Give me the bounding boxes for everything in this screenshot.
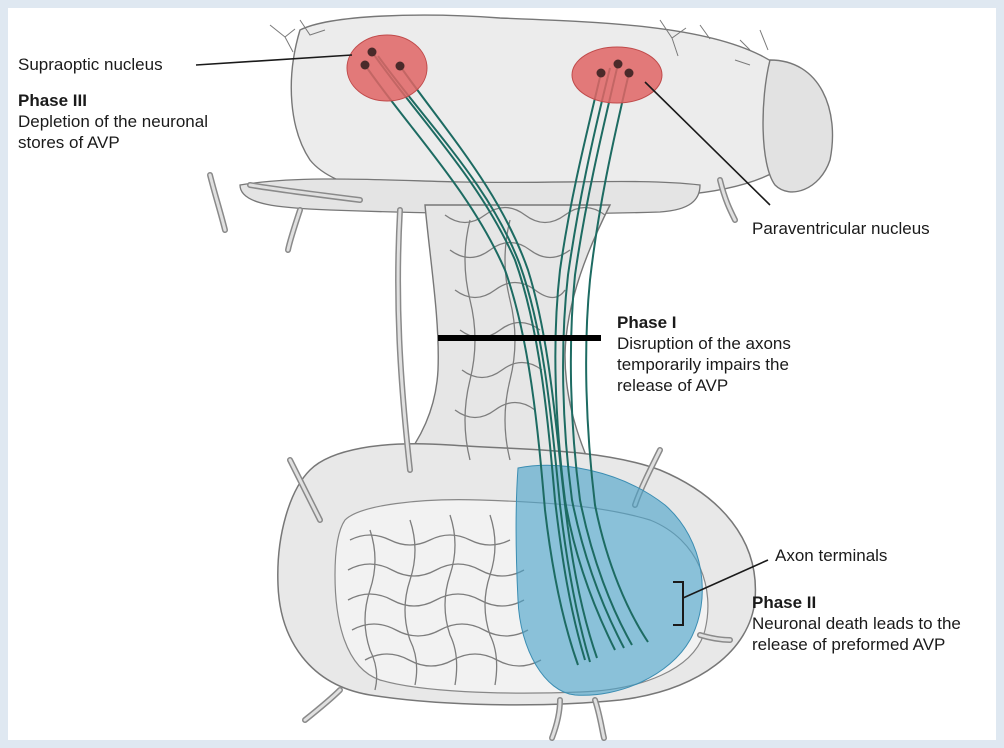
phase1-line-2: temporarily impairs the (617, 354, 791, 375)
phase3-label: Phase III Depletion of the neuronal stor… (18, 90, 208, 153)
phase3-title: Phase III (18, 90, 208, 111)
axon-terminals-label: Axon terminals (775, 545, 887, 566)
phase1-label: Phase I Disruption of the axons temporar… (617, 312, 791, 396)
paraventricular-nucleus (572, 47, 662, 103)
phase1-title: Phase I (617, 312, 791, 333)
axon-terminals-text: Axon terminals (775, 546, 887, 565)
phase1-line-3: release of AVP (617, 375, 791, 396)
supraoptic-nucleus-label: Supraoptic nucleus (18, 54, 163, 75)
supraoptic-nucleus-text: Supraoptic nucleus (18, 55, 163, 74)
phase2-line-2: release of preformed AVP (752, 634, 961, 655)
paraventricular-nucleus-label: Paraventricular nucleus (752, 218, 930, 239)
paraventricular-nucleus-text: Paraventricular nucleus (752, 219, 930, 238)
supraoptic-nucleus (347, 35, 427, 101)
phase2-label: Phase II Neuronal death leads to the rel… (752, 592, 961, 655)
phase3-line-1: Depletion of the neuronal (18, 111, 208, 132)
phase1-line-1: Disruption of the axons (617, 333, 791, 354)
phase2-title: Phase II (752, 592, 961, 613)
phase2-line-1: Neuronal death leads to the (752, 613, 961, 634)
phase3-line-2: stores of AVP (18, 132, 208, 153)
